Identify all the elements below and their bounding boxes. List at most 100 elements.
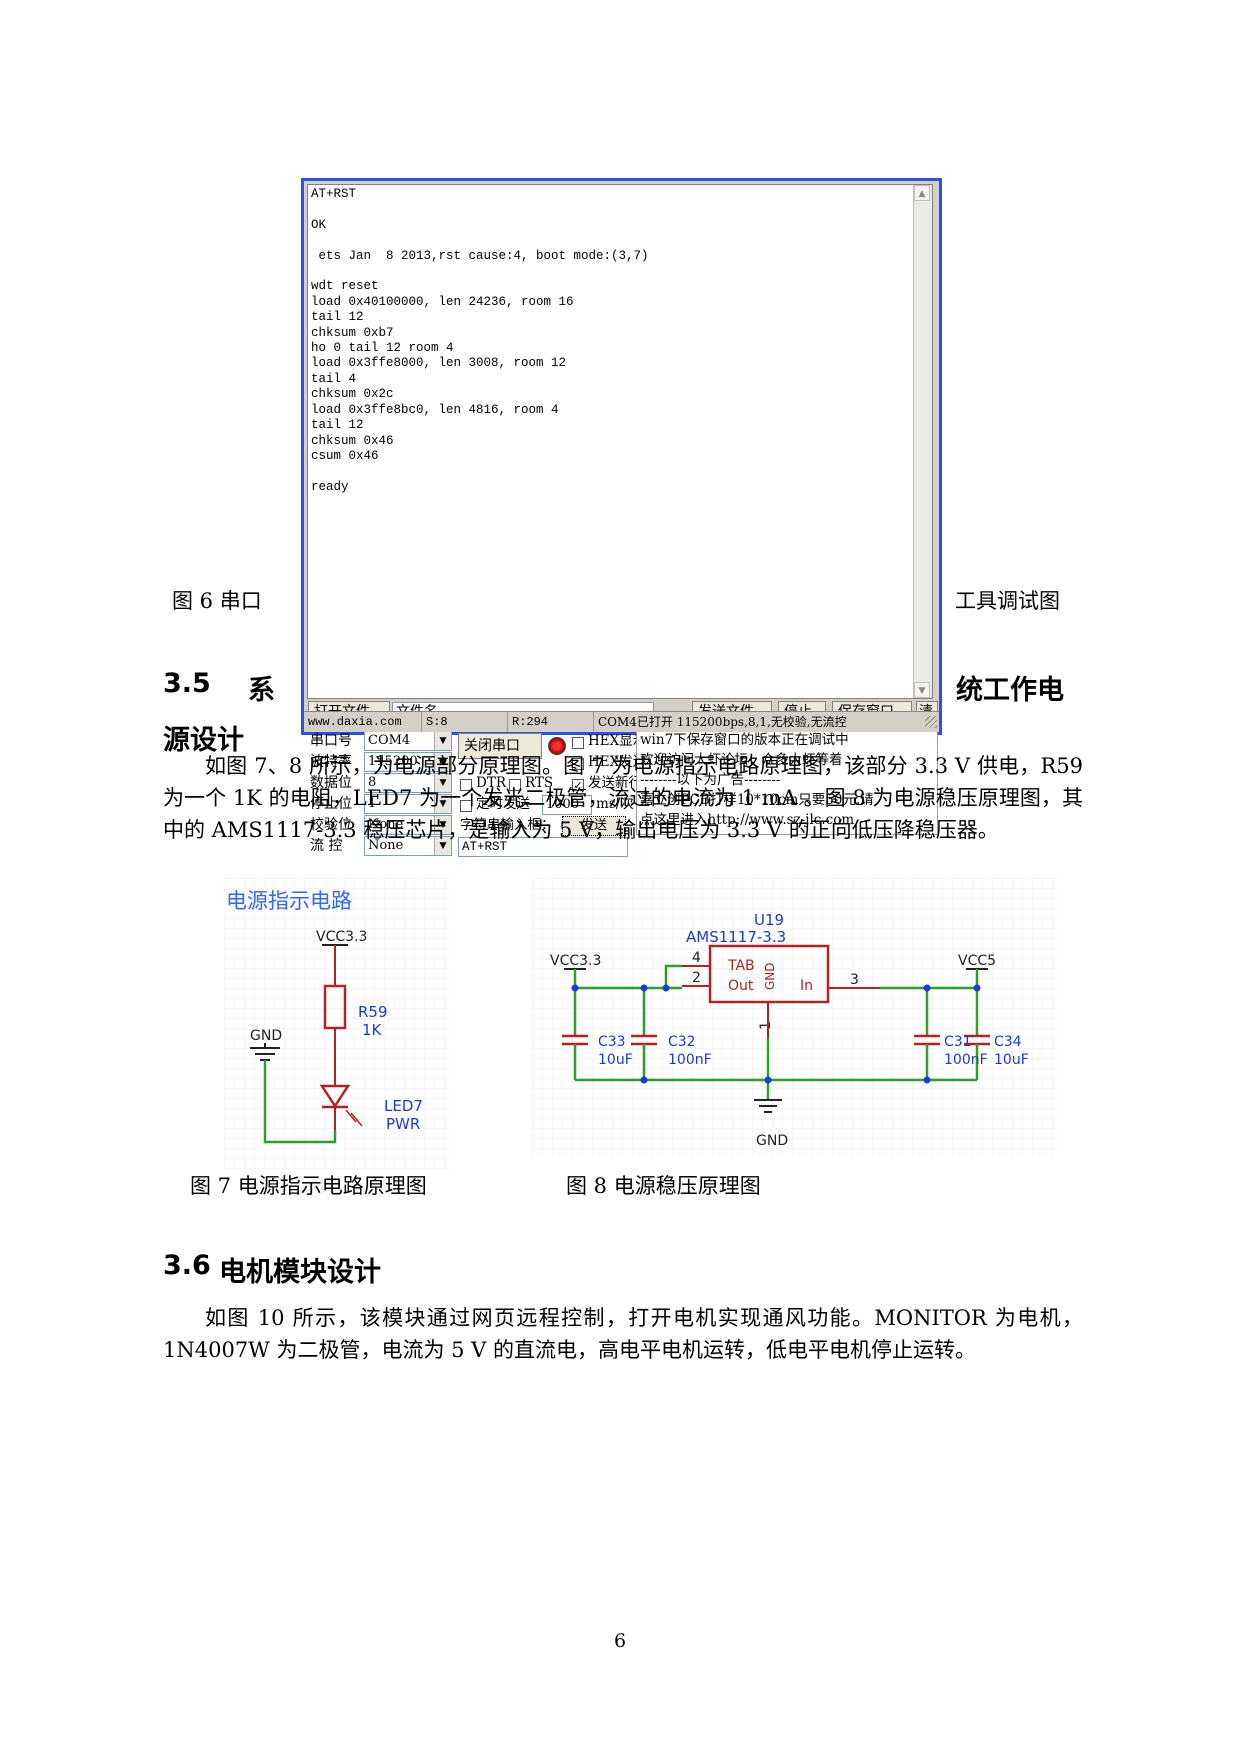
pin2-number: 2 xyxy=(692,970,701,986)
figure7-schematic: 电源指示电路 VCC3.3 R59 1K LED7 PWR GND xyxy=(224,878,450,1170)
hex-send-checkbox[interactable] xyxy=(572,758,584,770)
figure8-schematic: U19 AMS1117-3.3 TAB Out In GND 4 2 3 1 V… xyxy=(532,878,1058,1156)
hex-display-label: HEX显示 xyxy=(588,733,647,749)
serial-output-area[interactable]: AT+RST OK ets Jan 8 2013,rst cause:4, bo… xyxy=(307,184,933,699)
port-select[interactable]: COM4 ▼ xyxy=(364,731,452,751)
u19-part: AMS1117-3.3 xyxy=(686,928,786,946)
u19-ref: U19 xyxy=(754,911,784,929)
stopbits-label: 停止位 xyxy=(310,796,352,812)
serial-output-text: AT+RST OK ets Jan 8 2013,rst cause:4, bo… xyxy=(311,187,649,494)
chevron-down-icon: ▼ xyxy=(434,774,451,792)
parity-label: 校验位 xyxy=(310,817,352,833)
section-3-5-title-part3: 源设计 xyxy=(163,725,244,756)
baud-select[interactable]: 115200 ▼ xyxy=(364,752,452,772)
rts-checkbox[interactable] xyxy=(509,779,521,791)
chevron-down-icon: ▼ xyxy=(434,753,451,771)
databits-value: 8 xyxy=(368,775,377,790)
r59-value: 1K xyxy=(362,1021,383,1039)
rts-label: RTS xyxy=(525,775,554,791)
port-value: COM4 xyxy=(368,733,411,748)
serial-tool-window: AT+RST OK ets Jan 8 2013,rst cause:4, bo… xyxy=(301,178,942,857)
vcc33-label: VCC3.3 xyxy=(550,953,601,969)
c31-ref: C31 xyxy=(944,1034,972,1050)
ad-line: 嘉立创PCB打样10*10cm只要50元.请 xyxy=(640,792,874,808)
chevron-down-icon: ▼ xyxy=(434,837,451,855)
close-port-button[interactable]: 关闭串口 xyxy=(458,733,542,759)
resize-grip-icon[interactable] xyxy=(925,716,937,728)
status-site-link[interactable]: www.daxia.com xyxy=(304,712,422,732)
chevron-down-icon: ▼ xyxy=(434,816,451,834)
c33-value: 10uF xyxy=(598,1052,633,1068)
stopbits-select[interactable]: 1▼ xyxy=(364,794,452,814)
send-button[interactable]: 发送 xyxy=(562,816,626,836)
led7-value: PWR xyxy=(386,1115,420,1133)
figure6-caption-left: 图 6 串口 xyxy=(172,589,262,613)
section-3-5-title-part1: 系 xyxy=(248,675,275,706)
r59-ref: R59 xyxy=(358,1003,388,1021)
section-3-5-paragraph: 如图 7、8 所示，为电源部分原理图。图 7 为电源指示电路原理图，该部分 3.… xyxy=(163,754,1083,842)
chevron-down-icon: ▼ xyxy=(434,732,451,750)
figure7-caption: 图 7 电源指示电路原理图 xyxy=(190,1174,427,1198)
chevron-down-icon: ▼ xyxy=(434,795,451,813)
baud-value: 115200 xyxy=(368,754,418,769)
port-indicator-icon xyxy=(548,737,566,755)
pin4-number: 4 xyxy=(692,950,701,966)
vcc-label: VCC3.3 xyxy=(316,929,367,945)
pin3-number: 3 xyxy=(850,972,859,988)
status-bar: www.daxia.com S:8 R:294 COM4已打开 115200bp… xyxy=(304,711,939,732)
vcc5-label: VCC5 xyxy=(958,953,996,969)
pin1-number: 1 xyxy=(758,1021,774,1030)
pin-in-label: In xyxy=(800,978,813,994)
interval-unit: ms/次 xyxy=(596,796,634,812)
scroll-up-icon[interactable]: ▲ xyxy=(914,185,930,201)
status-received: R:294 xyxy=(508,712,594,732)
interval-field[interactable]: 1000 xyxy=(542,795,592,815)
dtr-checkbox[interactable] xyxy=(460,779,472,791)
section-3-6-number: 3.6 xyxy=(163,1250,211,1281)
section-3-6-paragraph: 如图 10 所示，该模块通过网页远程控制，打开电机实现通风功能。MONITOR … xyxy=(163,1306,1083,1362)
databits-label: 数据位 xyxy=(310,775,352,791)
timed-send-checkbox[interactable] xyxy=(460,800,472,812)
flow-label: 流 控 xyxy=(310,838,343,854)
newline-checkbox[interactable]: ✓ xyxy=(572,779,584,792)
newline-label: 发送新行 xyxy=(588,775,642,791)
baud-label: 波特率 xyxy=(310,754,352,770)
parity-select[interactable]: None ▼ xyxy=(364,815,452,835)
status-sent: S:8 xyxy=(422,712,508,732)
scroll-down-icon[interactable]: ▼ xyxy=(914,682,930,698)
figure8-caption: 图 8 电源稳压原理图 xyxy=(566,1174,761,1198)
databits-select[interactable]: 8▼ xyxy=(364,773,452,793)
send-input[interactable]: AT+RST xyxy=(458,837,628,857)
ad-link[interactable]: 点这里进入http://www.sz-jlc.com xyxy=(640,812,855,828)
flow-select[interactable]: None ▼ xyxy=(364,836,452,856)
parity-value: None xyxy=(368,817,404,832)
port-label: 串口号 xyxy=(310,733,352,749)
timed-send-label: 定时发送 xyxy=(476,796,530,812)
pin-out-label: Out xyxy=(728,978,754,994)
section-3-5-title-part2: 统工作电 xyxy=(956,675,1064,706)
section-3-5-number: 3.5 xyxy=(163,668,211,699)
led7-ref: LED7 xyxy=(384,1097,423,1115)
figure7-title: 电源指示电路 xyxy=(226,889,352,913)
pin-gnd-label: GND xyxy=(763,962,777,990)
ad-line: win7下保存窗口的版本正在调试中 xyxy=(640,732,849,748)
output-scrollbar[interactable]: ▲ ▼ xyxy=(913,185,932,698)
pin-tab-label: TAB xyxy=(727,958,755,974)
dtr-label: DTR xyxy=(476,775,506,791)
flow-value: None xyxy=(368,838,404,853)
page-number: 6 xyxy=(613,1630,627,1652)
figure6-caption-right: 工具调试图 xyxy=(955,589,1060,613)
c31-value: 100nF xyxy=(944,1052,988,1068)
c34-value: 10uF xyxy=(994,1052,1029,1068)
led7-symbol xyxy=(319,1084,351,1109)
c32-value: 100nF xyxy=(668,1052,712,1068)
figure8-gnd-label: GND xyxy=(756,1133,788,1149)
c32-ref: C32 xyxy=(668,1034,696,1050)
hex-send-label: HEX发送 xyxy=(588,754,647,770)
gnd-label: GND xyxy=(250,1028,282,1044)
ad-line: --------以下为广告-------- xyxy=(640,772,781,788)
stopbits-value: 1 xyxy=(368,796,377,811)
hex-display-checkbox[interactable] xyxy=(572,737,584,749)
c34-ref: C34 xyxy=(994,1034,1022,1050)
ad-line: 欢迎访问大虾论坛！众多大虾等着 xyxy=(640,752,843,768)
